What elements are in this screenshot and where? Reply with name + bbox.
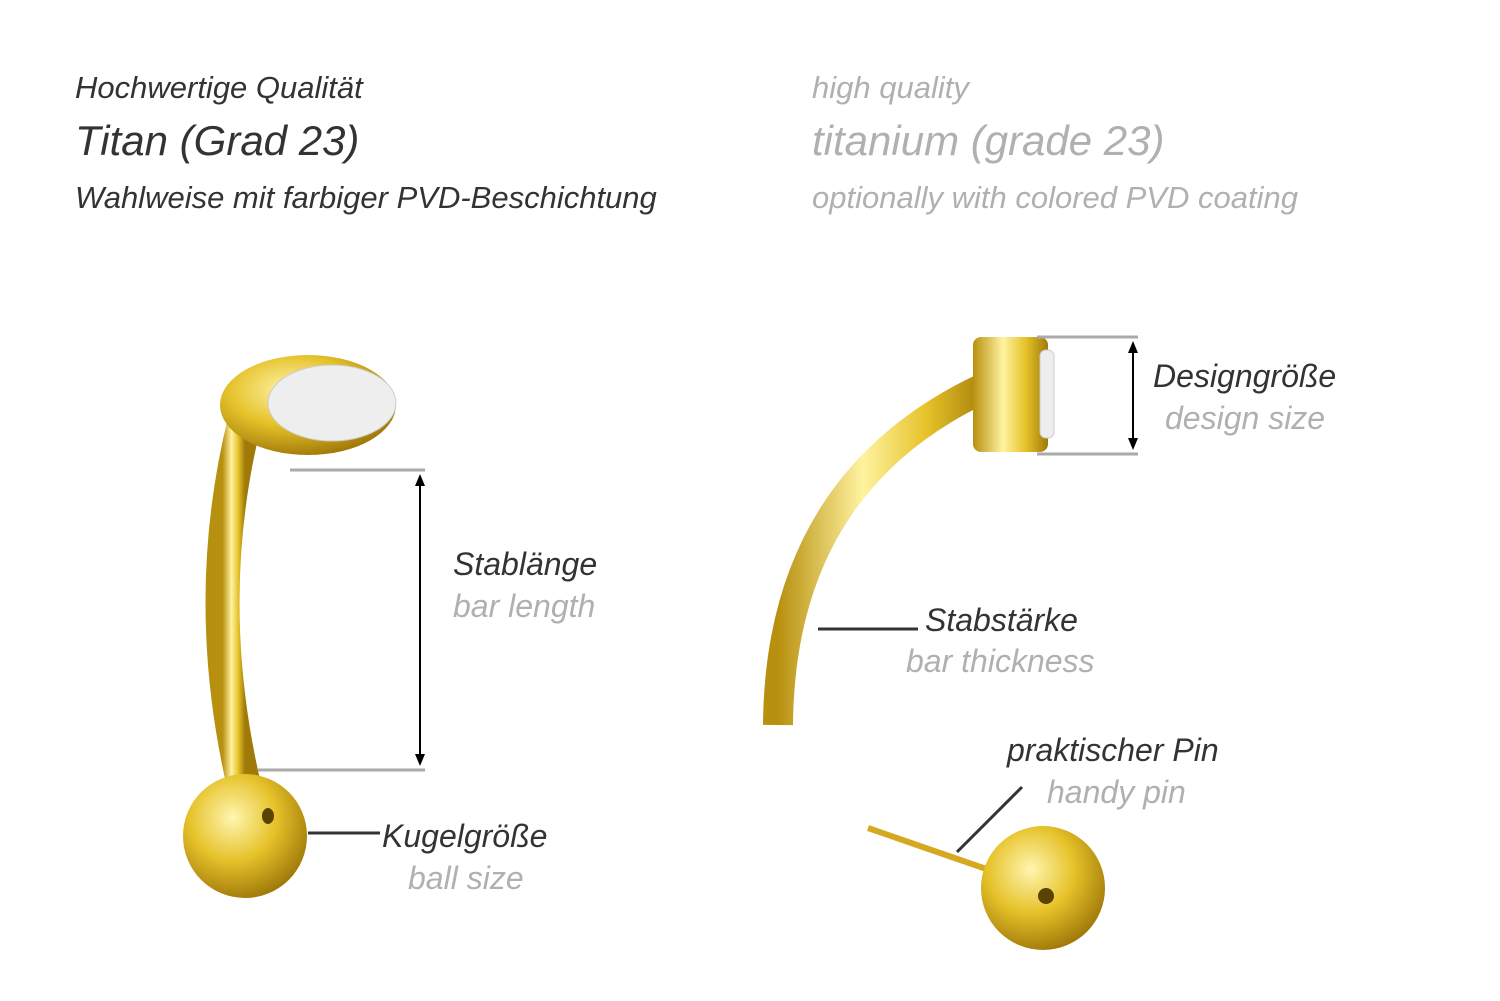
bar-thickness-label-en: bar thickness: [906, 643, 1095, 679]
design-disk: [973, 337, 1048, 452]
bar-length-dimension: [258, 468, 425, 772]
header-de-line2: Titan (Grad 23): [75, 117, 360, 164]
curved-barbell-right: [763, 337, 1055, 726]
bar-length-label: Stablänge: [453, 546, 598, 582]
header-de-line3: Wahlweise mit farbiger PVD-Beschichtung: [75, 180, 657, 215]
curved-barbell-left: [183, 355, 397, 898]
design-size-dimension: [1037, 335, 1138, 456]
pin-with-ball: [867, 825, 1105, 950]
gem-stone: [267, 364, 397, 442]
header-de-line1: Hochwertige Qualität: [75, 70, 363, 105]
header-en-line1: high quality: [812, 70, 969, 105]
bar-thickness-label: Stabstärke: [925, 602, 1078, 638]
ball-size-label-en: ball size: [408, 860, 524, 896]
design-size-label-en: design size: [1165, 400, 1326, 436]
ball-size-label: Kugelgröße: [382, 818, 548, 854]
header-en-line3: optionally with colored PVD coating: [812, 180, 1298, 215]
design-size-label: Designgröße: [1153, 358, 1337, 394]
ball: [183, 774, 307, 898]
header-en-line2: titanium (grade 23): [812, 117, 1165, 164]
bar-length-label-en: bar length: [453, 588, 596, 624]
handy-pin-label: praktischer Pin: [1007, 732, 1219, 768]
handy-pin-label-en: handy pin: [1047, 774, 1186, 810]
